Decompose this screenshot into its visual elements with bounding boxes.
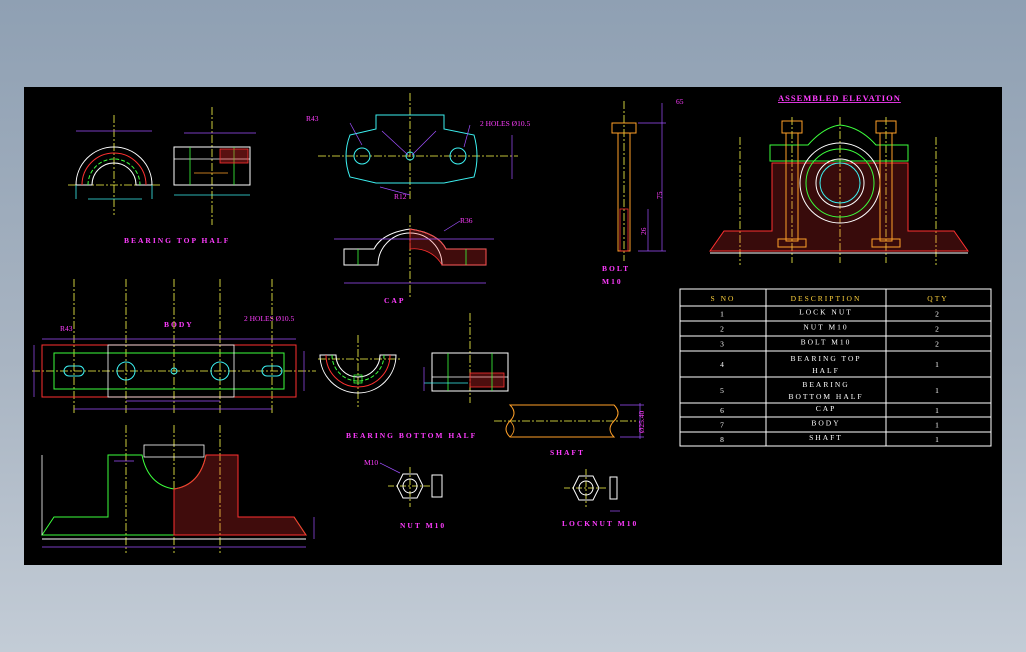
table-cell-qty: 1: [935, 406, 941, 415]
table-header-cell: QTY: [927, 294, 948, 303]
table-cell-sno: 6: [720, 406, 726, 415]
label-bearing-bottom-half: BEARING BOTTOM HALF: [346, 431, 477, 440]
bearing-top-half-front-view: [68, 115, 162, 215]
dim-m10: M10: [364, 458, 378, 467]
label-nut-m10: NUT M10: [400, 521, 446, 530]
dim-r36: R36: [460, 216, 473, 225]
label-body: BODY: [164, 320, 194, 329]
label-shaft: SHAFT: [550, 448, 585, 457]
dim-r43-body: R43: [60, 324, 73, 333]
bearing-bottom-half-side-view: [423, 313, 509, 403]
dim-r12: R12: [394, 192, 407, 201]
drawing-canvas: BEARING TOP HALF R43 2 HOLES Ø10.5 R12 R…: [32, 93, 992, 553]
table-cell-description: BEARING: [802, 380, 849, 389]
table-cell-sno: 7: [720, 421, 726, 430]
table-cell-sno: 3: [720, 340, 726, 349]
table-cell-qty: 2: [935, 325, 941, 334]
locknut-m10-view: [564, 469, 620, 512]
table-cell-sno: 4: [720, 360, 726, 369]
bearing-bottom-half-front-view: [318, 335, 400, 407]
dim-shaft-dia: Ø25.40: [637, 410, 646, 433]
table-cell-description: NUT M10: [803, 323, 848, 332]
label-cap: CAP: [384, 296, 405, 305]
table-cell-sno: 8: [720, 435, 726, 444]
shaft-view: [494, 403, 644, 439]
table-cell-description: SHAFT: [809, 433, 843, 442]
table-cell-description: CAP: [816, 404, 837, 413]
label-bearing-top-half: BEARING TOP HALF: [124, 236, 230, 245]
dim-two-holes-cap: 2 HOLES Ø10.5: [480, 119, 530, 128]
cap-top-view: [318, 93, 518, 199]
table-cell-qty: 1: [935, 386, 941, 395]
body-top-view: [32, 279, 316, 413]
table-header-cell: DESCRIPTION: [791, 294, 862, 303]
drawing-sheet: BEARING TOP HALF R43 2 HOLES Ø10.5 R12 R…: [24, 87, 1002, 565]
table-cell-qty: 1: [935, 421, 941, 430]
table-cell-qty: 2: [935, 310, 941, 319]
dim-bolt-75: 75: [655, 191, 664, 199]
table-cell-description: BOLT M10: [801, 338, 852, 347]
dim-bolt-65: 65: [676, 97, 684, 106]
label-bolt-size: M10: [602, 277, 623, 286]
label-bolt: BOLT: [602, 264, 630, 273]
dim-bolt-26: 26: [639, 227, 648, 235]
parts-table: [679, 288, 992, 447]
table-cell-description: HALF: [812, 366, 840, 375]
table-cell-sno: 1: [720, 310, 726, 319]
table-cell-description: LOCK NUT: [799, 308, 853, 317]
assembled-elevation-view: [709, 117, 969, 265]
table-header-cell: S NO: [711, 294, 736, 303]
table-cell-description: BOTTOM HALF: [789, 392, 864, 401]
label-assembled-elevation: ASSEMBLED ELEVATION: [778, 93, 901, 103]
table-cell-sno: 5: [720, 386, 726, 395]
table-cell-qty: 1: [935, 435, 941, 444]
dim-r43-cap: R43: [306, 114, 319, 123]
table-cell-description: BODY: [811, 419, 840, 428]
table-cell-description: BEARING TOP: [790, 354, 861, 363]
table-cell-sno: 2: [720, 325, 726, 334]
table-cell-qty: 2: [935, 340, 941, 349]
nut-m10-view: [379, 462, 443, 507]
table-cell-qty: 1: [935, 360, 941, 369]
bearing-top-half-side-view: [173, 107, 256, 225]
dim-two-holes-body: 2 HOLES Ø10.5: [244, 314, 294, 323]
bolt-view: [611, 101, 666, 261]
label-locknut-m10: LOCKNUT M10: [562, 519, 638, 528]
body-front-section: [41, 425, 315, 553]
cap-front-section: [334, 215, 494, 299]
